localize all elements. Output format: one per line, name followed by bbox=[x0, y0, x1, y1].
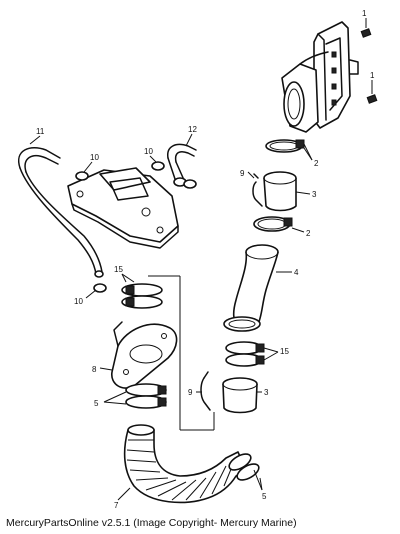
callout-2-middle: 2 bbox=[306, 229, 311, 238]
callout-9-lower: 9 bbox=[188, 388, 193, 397]
callout-7: 7 bbox=[114, 501, 119, 510]
callout-3-upper: 3 bbox=[312, 190, 317, 199]
assembly-bracket-lines bbox=[148, 275, 215, 431]
copyright-footer: MercuryPartsOnline v2.5.1 (Image Copyrig… bbox=[6, 517, 297, 529]
callout-labels: 1 1 2 2 3 3 4 5 5 7 8 9 9 10 10 10 11 12… bbox=[36, 9, 375, 510]
callout-15-left: 15 bbox=[114, 265, 123, 274]
part-9-clip-upper bbox=[247, 171, 263, 207]
adapter-plate bbox=[67, 167, 179, 249]
part-3-sleeve-lower bbox=[222, 377, 262, 414]
callout-11: 11 bbox=[36, 127, 45, 136]
part-1-plug-upper bbox=[360, 18, 372, 38]
part-15-clamps-right bbox=[225, 341, 279, 367]
part-1-plug-lower bbox=[366, 80, 378, 104]
callout-4: 4 bbox=[294, 268, 299, 277]
callout-10-b: 10 bbox=[144, 147, 153, 156]
part-2-clamp-upper bbox=[265, 139, 313, 161]
part-5-clamps-bottom bbox=[228, 453, 263, 491]
callout-5-bottom: 5 bbox=[262, 492, 267, 501]
callout-12: 12 bbox=[188, 125, 197, 134]
callout-3-lower: 3 bbox=[264, 388, 269, 397]
part-3-sleeve-upper bbox=[263, 171, 311, 212]
callout-2-upper: 2 bbox=[314, 159, 319, 168]
part-2-clamp-middle bbox=[253, 216, 305, 233]
part-10-fitting-a bbox=[75, 161, 93, 181]
part-12-elbow-hose bbox=[167, 133, 197, 189]
callout-15-right: 15 bbox=[280, 347, 289, 356]
callout-10-c: 10 bbox=[74, 297, 83, 306]
callout-10-a: 10 bbox=[90, 153, 99, 162]
part-15-clamps-left bbox=[121, 273, 163, 309]
part-10-fitting-b bbox=[149, 155, 165, 171]
part-8-gasket-plate bbox=[99, 321, 178, 389]
part-5-clamps-left bbox=[103, 383, 167, 409]
exhaust-elbow bbox=[281, 21, 359, 133]
part-7-bellows-hose bbox=[117, 424, 247, 504]
part-10-fitting-c bbox=[85, 283, 107, 299]
callout-9-upper: 9 bbox=[240, 169, 245, 178]
part-11-hose bbox=[17, 135, 104, 278]
callout-1-lower: 1 bbox=[370, 71, 375, 80]
part-4-exhaust-pipe bbox=[223, 244, 292, 332]
callout-1-upper: 1 bbox=[362, 9, 367, 18]
callout-8: 8 bbox=[92, 365, 97, 374]
part-9-clip-lower bbox=[196, 371, 211, 411]
callout-5-left: 5 bbox=[94, 399, 99, 408]
